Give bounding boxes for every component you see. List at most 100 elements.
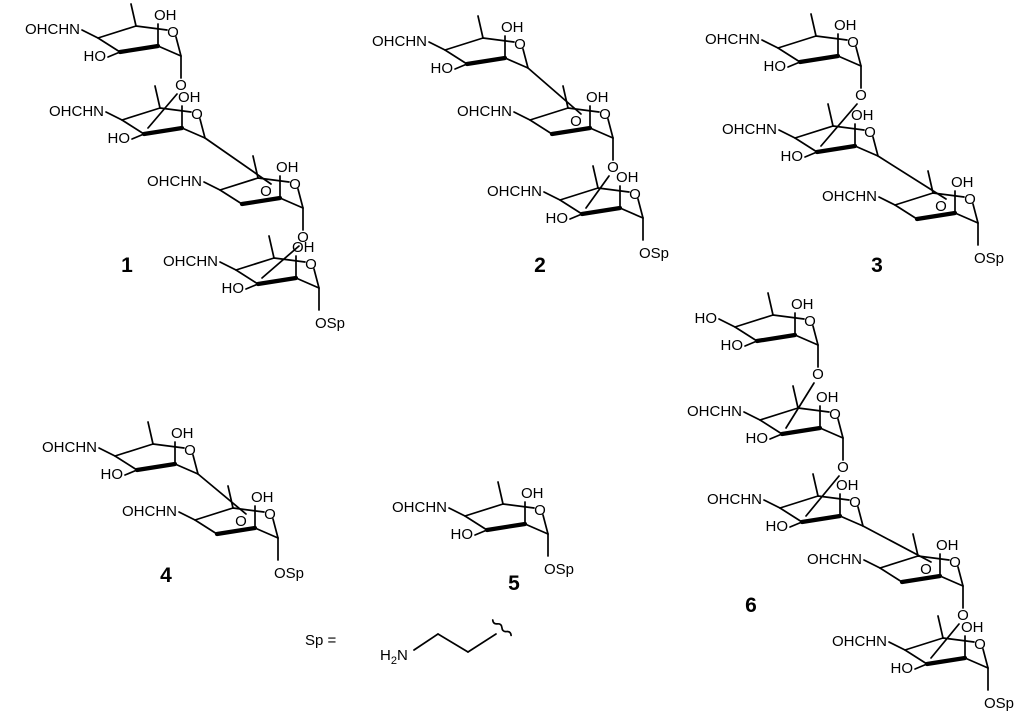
compound-number-2: 2	[534, 254, 546, 277]
methyl-bond	[477, 15, 484, 39]
bond-line	[543, 191, 561, 201]
bond-line	[235, 257, 275, 271]
formamide-label: OHCHN	[705, 31, 760, 48]
bond-line	[854, 145, 879, 157]
bond-line	[81, 29, 99, 39]
bond-line	[589, 127, 614, 139]
hydroxyl-label: HO	[84, 48, 107, 65]
glycosidic-bond	[820, 103, 858, 147]
ring-oxygen-label: O	[847, 34, 859, 51]
compound-number-4: 4	[160, 564, 172, 587]
front-bond	[141, 125, 185, 137]
formamide-label: OHCHN	[832, 633, 887, 650]
hydroxyl-label: HO	[766, 518, 789, 535]
spacer-link-label: OSp	[984, 695, 1014, 712]
bond-line	[444, 49, 468, 65]
methyl-bond	[592, 165, 599, 189]
bond-line	[759, 407, 799, 421]
bond-line	[743, 411, 761, 421]
bond-line	[448, 507, 466, 517]
front-bond	[239, 195, 283, 207]
bond-line	[597, 187, 630, 193]
bond-line	[559, 199, 583, 215]
bond-line	[279, 197, 304, 209]
ring-oxygen-label: O	[974, 636, 986, 653]
bond-line	[794, 334, 819, 346]
methyl-bond	[937, 615, 944, 639]
hydroxyl-label: OH	[816, 389, 839, 406]
methyl-bond	[268, 235, 275, 259]
bond-line	[837, 418, 844, 439]
methyl-bond	[810, 13, 817, 37]
formamide-label: OHCHN	[372, 33, 427, 50]
bond-line	[559, 187, 599, 201]
bond-line	[789, 521, 803, 528]
bond-line	[863, 559, 881, 569]
hydroxyl-label: HO	[695, 310, 718, 327]
bond-line	[192, 454, 199, 475]
bond-line	[105, 111, 123, 121]
bond-line	[254, 527, 279, 539]
hydroxyl-label: OH	[521, 485, 544, 502]
front-bond	[134, 461, 178, 473]
formamide-label: OHCHN	[722, 121, 777, 138]
hydroxyl-label: OH	[501, 19, 524, 36]
bond-line	[124, 469, 138, 476]
hydroxyl-label: OH	[276, 159, 299, 176]
bond-line	[313, 268, 320, 289]
bond-line	[178, 511, 196, 521]
front-bond	[914, 210, 958, 222]
hydroxyl-label: OH	[586, 89, 609, 106]
bond-line	[194, 507, 234, 521]
bond-line	[474, 529, 488, 536]
bond-line	[878, 196, 896, 206]
glycosidic-bond	[261, 245, 300, 279]
bond-line	[232, 507, 265, 513]
bond-line	[114, 443, 154, 457]
bond-line	[297, 188, 304, 209]
hydroxyl-label: HO	[721, 337, 744, 354]
formamide-label: OHCHN	[392, 499, 447, 516]
bond-line	[482, 37, 515, 43]
front-bond	[779, 425, 823, 437]
bond-line	[879, 555, 919, 569]
hydroxyl-label: HO	[546, 210, 569, 227]
formamide-label: OHCHN	[707, 491, 762, 508]
glycosidic-bond	[805, 475, 840, 517]
linkage-oxygen-label: O	[570, 113, 582, 130]
bond-line	[199, 118, 206, 139]
bond-line	[504, 57, 529, 69]
linkage-oxygen-label: O	[175, 77, 187, 94]
front-bond	[799, 513, 843, 525]
ring-oxygen-label: O	[949, 554, 961, 571]
compound-number-5: 5	[508, 572, 520, 595]
spacer-definition-label: Sp =	[305, 632, 337, 649]
hydroxyl-label: HO	[222, 280, 245, 297]
glycosidic-bond	[877, 155, 947, 200]
linkage-oxygen-label: O	[837, 459, 849, 476]
bond-line	[529, 119, 553, 135]
compound-number-6: 6	[745, 594, 757, 617]
hydroxyl-label: OH	[834, 17, 857, 34]
compound-number-1: 1	[121, 254, 133, 277]
bond-line	[529, 107, 569, 121]
bond-line	[972, 203, 979, 224]
bond-line	[872, 136, 879, 157]
formamide-label: OHCHN	[807, 551, 862, 568]
bond-line	[97, 37, 121, 53]
front-bond	[814, 143, 858, 155]
bond-line	[107, 51, 121, 58]
bond-line	[759, 419, 783, 435]
bond-line	[219, 261, 237, 271]
bond-line	[464, 515, 488, 531]
bond-line	[942, 637, 975, 643]
hydroxyl-label: HO	[781, 148, 804, 165]
